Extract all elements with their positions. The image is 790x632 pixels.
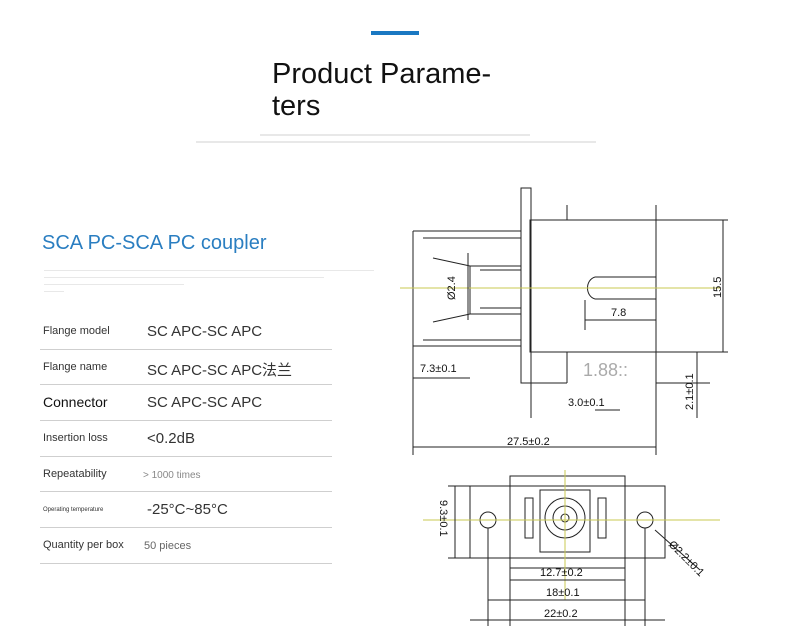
dim-side-offset: 2.1±0.1 <box>684 373 696 410</box>
product-name: SCA PC-SCA PC coupler <box>42 232 267 254</box>
dim-inner-diameter: Ø2.4 <box>446 276 458 300</box>
param-label: Connector <box>43 394 108 411</box>
param-label: Flange model <box>43 325 110 337</box>
param-row-repeatability: Repeatability > 1000 times <box>40 457 332 493</box>
front-view <box>423 470 720 626</box>
faded-subtitle-line <box>196 141 596 143</box>
dim-height: 15.5 <box>712 277 724 298</box>
param-row-quantity-per-box: Quantity per box 50 pieces <box>40 528 332 564</box>
side-view <box>400 187 728 455</box>
dim-inner-width: 12.7±0.2 <box>540 567 583 579</box>
parameter-table: Flange model SC APC-SC APC Flange name S… <box>40 314 332 564</box>
faded-description-line <box>44 270 374 271</box>
faded-subtitle-line <box>260 134 530 136</box>
dim-body-width: 18±0.1 <box>546 587 580 599</box>
param-value: SC APC-SC APC <box>147 394 263 412</box>
param-row-flange-model: Flange model SC APC-SC APC <box>40 314 332 350</box>
dim-flange-offset: 7.3±0.1 <box>420 363 457 375</box>
param-label: Flange name <box>43 360 108 373</box>
dim-pin-length: 7.8 <box>611 307 626 319</box>
param-row-operating-temperature: Operating temperature -25°C~85°C <box>40 492 332 529</box>
param-value: 50 pieces <box>144 540 192 553</box>
dim-front-height: 9.3±0.1 <box>437 500 449 537</box>
param-label: Insertion loss <box>43 432 108 445</box>
dim-thickness: 3.0±0.1 <box>568 397 605 409</box>
dim-hole-diameter: Ø2.2±0.1 <box>666 539 706 579</box>
param-row-connector: Connector SC APC-SC APC <box>40 385 332 422</box>
faded-description-line <box>44 291 64 292</box>
param-value: > 1000 times <box>143 469 201 481</box>
param-value: SC APC-SC APC <box>147 323 263 340</box>
faded-description-line <box>44 277 324 278</box>
dim-total-length: 27.5±0.2 <box>507 436 550 448</box>
param-value: SC APC-SC APC法兰 <box>147 361 293 379</box>
page-title: Product Parame-ters <box>272 58 492 122</box>
title-accent-bar <box>371 31 419 35</box>
faded-description-line <box>44 284 184 285</box>
param-label: Repeatability <box>43 467 107 480</box>
param-label: Quantity per box <box>43 539 124 552</box>
param-row-insertion-loss: Insertion loss <0.2dB <box>40 421 332 457</box>
param-row-flange-name: Flange name SC APC-SC APC法兰 <box>40 350 332 386</box>
dim-faded-value: 1.88:: <box>583 360 628 380</box>
param-value: <0.2dB <box>147 430 195 448</box>
param-value: -25°C~85°C <box>147 501 228 519</box>
dim-flange-width: 22±0.2 <box>544 608 578 620</box>
coupler-technical-drawing: Ø2.4 15.5 7.8 7.3±0.1 1.88:: 3.0±0.1 2.1… <box>400 187 728 626</box>
param-label: Operating temperature <box>43 507 104 514</box>
